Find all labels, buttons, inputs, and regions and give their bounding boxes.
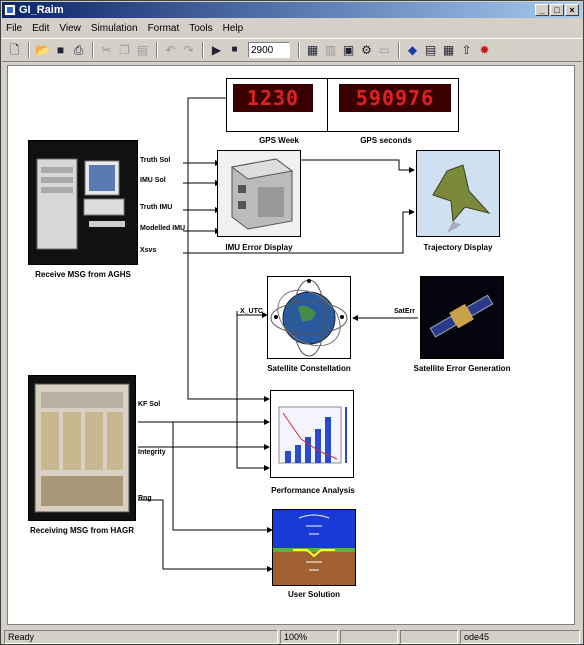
gps-display-panel[interactable]: 1230 590976 xyxy=(226,78,459,132)
signal-lines xyxy=(138,95,418,572)
close-button[interactable]: × xyxy=(565,4,579,16)
status-zoom: 100% xyxy=(280,630,338,644)
status-panel-empty xyxy=(400,630,458,644)
toolbar-separator xyxy=(92,42,94,58)
start-simulation-icon[interactable]: ▶ xyxy=(211,43,222,57)
stop-time-input[interactable] xyxy=(248,42,290,58)
model-explorer-icon[interactable]: ⚙ xyxy=(361,43,372,57)
receiving-msg-hagr-block[interactable] xyxy=(28,375,136,521)
menu-bar: File Edit View Simulation Format Tools H… xyxy=(2,19,582,37)
satellite-error-generation-label: Satellite Error Generation xyxy=(413,364,511,373)
subsystem-icon[interactable]: ▤ xyxy=(424,43,437,57)
port-rng: Rng xyxy=(138,495,152,502)
model-canvas[interactable]: 1230 590976 GPS Week GPS seconds Truth S… xyxy=(7,65,575,625)
status-bar: Ready 100% ode45 xyxy=(2,629,582,645)
gps-week-display: 1230 xyxy=(233,84,313,112)
toolbar: 🗋 📂 ■ ⎙ ✂ ❐ ▤ ↶ ↷ ▶ ■ ▦ ▥ ▣ ⚙ ▭ ◆ ▤ ▦ ⇧ … xyxy=(2,38,582,62)
imu-error-display-label: IMU Error Display xyxy=(225,243,293,252)
menu-simulation[interactable]: Simulation xyxy=(90,22,138,34)
port-imu-sol: IMU Sol xyxy=(140,177,166,184)
imu-hardware-icon xyxy=(230,158,294,230)
menu-view[interactable]: View xyxy=(59,22,81,34)
go-to-parent-icon[interactable]: ⇧ xyxy=(461,43,472,57)
port-modelled-imu: Modelled IMU xyxy=(140,225,186,232)
port-saterr: SatErr xyxy=(394,308,416,315)
new-file-icon[interactable]: 🗋 xyxy=(9,43,20,57)
port-xsvs: Xsvs xyxy=(140,247,157,254)
menu-edit[interactable]: Edit xyxy=(32,22,50,34)
status-ready: Ready xyxy=(4,630,278,644)
maximize-button[interactable]: □ xyxy=(550,4,564,16)
library-browser-icon[interactable]: ▣ xyxy=(342,43,355,57)
toolbar-separator xyxy=(156,42,158,58)
stop-simulation-icon[interactable]: ■ xyxy=(231,44,238,55)
receiving-msg-hagr-label: Receiving MSG from HAGR xyxy=(29,526,134,535)
window-title: GI_Raim xyxy=(19,4,64,16)
data-explorer-icon[interactable]: ▦ xyxy=(442,43,455,57)
toolbar-separator xyxy=(202,42,204,58)
port-truth-imu: Truth IMU xyxy=(140,204,173,211)
minimize-button[interactable]: _ xyxy=(535,4,549,16)
gps-seconds-label: GPS seconds xyxy=(360,136,412,145)
imu-error-display-block[interactable] xyxy=(217,150,301,237)
model-browser-icon[interactable]: ◆ xyxy=(407,43,418,57)
port-truth-sol: Truth Sol xyxy=(140,157,171,164)
status-solver: ode45 xyxy=(460,630,580,644)
attitude-indicator-icon xyxy=(273,510,355,585)
bar-chart-icon xyxy=(278,406,347,464)
status-panel-empty xyxy=(340,630,398,644)
satellite-constellation-label: Satellite Constellation xyxy=(267,364,351,373)
globe-orbit-icon xyxy=(270,279,348,357)
debug-icon[interactable]: ✹ xyxy=(479,43,490,57)
debugger-icon[interactable]: ▭ xyxy=(378,43,391,57)
trajectory-display-label: Trajectory Display xyxy=(423,243,493,252)
satellite-constellation-block[interactable] xyxy=(267,276,351,359)
port-integrity: Integrity xyxy=(138,449,166,456)
performance-analysis-label: Performance Analysis xyxy=(271,486,355,495)
port-kf-sol: KF Sol xyxy=(138,401,161,408)
copy-icon[interactable]: ❐ xyxy=(119,43,130,57)
gps-seconds-display: 590976 xyxy=(339,84,451,112)
save-icon[interactable]: ■ xyxy=(56,43,65,57)
build-icon[interactable]: ▦ xyxy=(306,43,319,57)
satellite-icon xyxy=(421,277,503,358)
computer-workstation-icon xyxy=(36,158,125,250)
receive-msg-aghs-block[interactable] xyxy=(28,140,138,265)
receive-msg-aghs-label: Receive MSG from AGHS xyxy=(35,270,131,279)
toolbar-separator xyxy=(298,42,300,58)
performance-analysis-block[interactable] xyxy=(270,390,354,478)
cut-icon[interactable]: ✂ xyxy=(101,43,112,57)
user-solution-label: User Solution xyxy=(287,590,340,599)
toolbar-separator xyxy=(398,42,400,58)
toolbar-separator xyxy=(28,42,30,58)
menu-format[interactable]: Format xyxy=(147,22,180,34)
title-bar[interactable]: GI_Raim _ □ × xyxy=(2,2,582,18)
gps-week-label: GPS Week xyxy=(259,136,299,145)
menu-help[interactable]: Help xyxy=(222,22,244,34)
aircraft-icon xyxy=(417,151,499,236)
user-solution-block[interactable] xyxy=(272,509,356,586)
open-folder-icon[interactable]: 📂 xyxy=(35,43,50,57)
menu-tools[interactable]: Tools xyxy=(189,22,213,34)
paste-icon[interactable]: ▤ xyxy=(136,43,149,57)
trajectory-display-block[interactable] xyxy=(416,150,500,237)
satellite-error-generation-block[interactable] xyxy=(420,276,504,359)
simulink-icon xyxy=(4,4,16,16)
redo-icon[interactable]: ↷ xyxy=(183,43,194,57)
update-diagram-icon[interactable]: ▥ xyxy=(324,43,337,57)
undo-icon[interactable]: ↶ xyxy=(165,43,176,57)
port-x-utc: X_UTC xyxy=(240,308,263,315)
menu-file[interactable]: File xyxy=(6,22,23,34)
print-icon[interactable]: ⎙ xyxy=(73,43,84,57)
rack-equipment-icon xyxy=(34,383,130,513)
